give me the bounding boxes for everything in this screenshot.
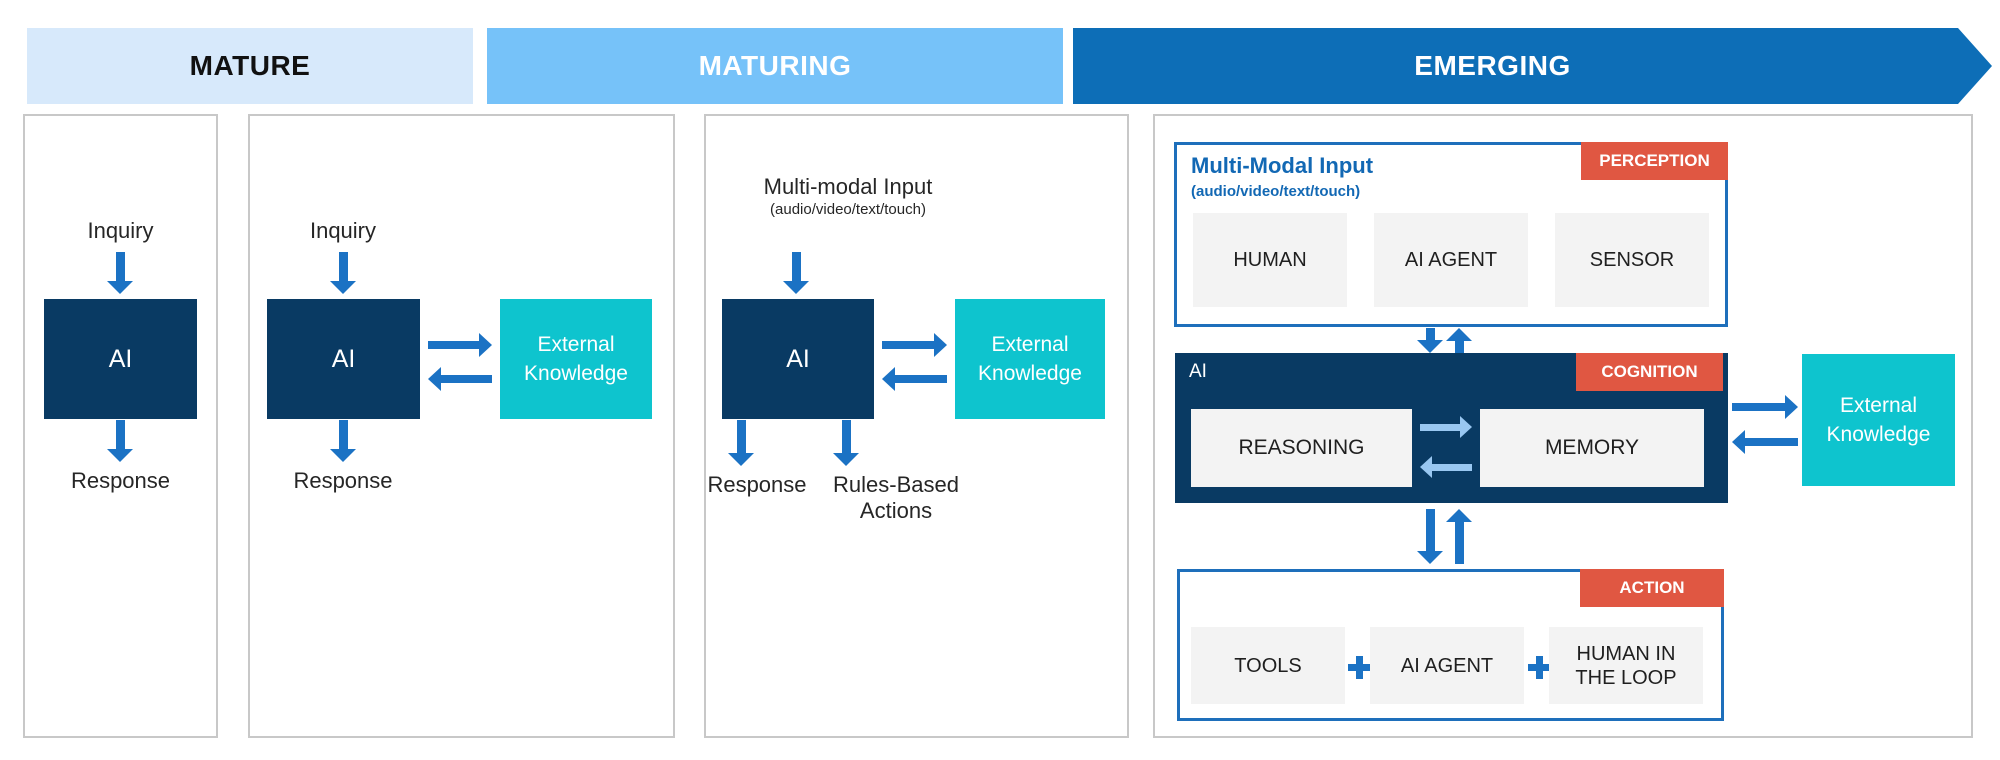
response-label: Response [70, 468, 171, 493]
ai-agent-box: AI AGENT [1374, 213, 1528, 307]
small-arrow-right-icon [1420, 416, 1472, 438]
multimodal-input-subtitle: (audio/video/text/touch) [1191, 183, 1361, 200]
sensor-label: SENSOR [1589, 249, 1675, 271]
arrow-left-icon [1732, 430, 1798, 454]
tools-box: TOOLS [1191, 627, 1345, 704]
action-box: ACTION TOOLS AI AGENT HUMAN IN THE LOOP [1177, 569, 1724, 721]
panel-mature: Inquiry AI Response [23, 114, 218, 738]
arrow-left-icon [882, 367, 947, 391]
arrow-left-icon [428, 367, 492, 391]
stage-banner-mature: MATURE [27, 28, 473, 104]
multimodal-input-title: Multi-modal Input [763, 174, 933, 199]
human-in-the-loop-label: HUMAN IN THE LOOP [1575, 642, 1677, 689]
human-box: HUMAN [1193, 213, 1347, 307]
ai-box-label: AI [108, 344, 133, 373]
reasoning-box: REASONING [1191, 409, 1412, 487]
rules-based-actions-label: Rules-Based Actions [833, 472, 959, 523]
multimodal-input-label: Multi-modal Input (audio/video/text/touc… [706, 174, 990, 220]
stage-banner-emerging: EMERGING [1073, 28, 1992, 104]
inquiry-label: Inquiry [309, 218, 377, 243]
ai-box: AI [44, 299, 197, 419]
memory-label: MEMORY [1544, 436, 1640, 459]
arrow-right-icon [428, 333, 492, 357]
multimodal-input-title: Multi-Modal Input [1191, 153, 1374, 178]
sensor-box: SENSOR [1555, 213, 1709, 307]
ai-agent-label: AI AGENT [1404, 249, 1498, 271]
external-knowledge-box: External Knowledge [955, 299, 1105, 419]
multimodal-input-subtitle: (audio/video/text/touch) [770, 201, 926, 218]
arrow-down-icon [330, 252, 356, 294]
ai-box: AI [267, 299, 420, 419]
panel-maturing: Multi-modal Input (audio/video/text/touc… [704, 114, 1129, 738]
arrow-up-icon [1446, 509, 1472, 564]
ai-box-label: AI [786, 344, 810, 373]
cognition-box: AI COGNITION REASONING MEMORY [1175, 353, 1728, 503]
external-knowledge-label: External Knowledge [978, 333, 1082, 385]
human-label: HUMAN [1233, 249, 1307, 271]
ai-box: AI [722, 299, 874, 419]
action-tag: ACTION [1580, 569, 1724, 607]
arrow-right-icon [882, 333, 947, 357]
arrow-down-icon [728, 420, 754, 466]
arrow-down-icon [833, 420, 859, 466]
arrow-down-icon [330, 420, 356, 462]
human-in-the-loop-box: HUMAN IN THE LOOP [1549, 627, 1703, 704]
ai-box-label: AI [331, 344, 356, 373]
inquiry-label: Inquiry [87, 218, 154, 243]
ai-agent-box: AI AGENT [1370, 627, 1524, 704]
external-knowledge-label: External Knowledge [524, 333, 628, 385]
arrow-right-icon [1732, 395, 1798, 419]
perception-tag: PERCEPTION [1581, 142, 1728, 180]
memory-box: MEMORY [1480, 409, 1704, 487]
tools-label: TOOLS [1234, 654, 1302, 677]
arrow-down-icon [107, 420, 133, 462]
panel-emerging: Multi-Modal Input (audio/video/text/touc… [1153, 114, 1973, 738]
response-label: Response [707, 472, 807, 497]
reasoning-label: REASONING [1238, 436, 1365, 459]
response-label: Response [293, 468, 393, 493]
small-arrow-left-icon [1420, 456, 1472, 478]
stage-banner-maturing: MATURING [487, 28, 1063, 104]
arrow-down-icon [107, 252, 133, 294]
arrow-down-icon [783, 252, 809, 294]
cognition-tag: COGNITION [1576, 353, 1723, 391]
perception-box: Multi-Modal Input (audio/video/text/touc… [1174, 142, 1728, 327]
ai-agent-label: AI AGENT [1400, 654, 1494, 677]
plus-icon [1528, 656, 1551, 679]
arrow-down-icon [1417, 509, 1443, 564]
arrow-down-icon [1417, 328, 1443, 353]
external-knowledge-box: External Knowledge [500, 299, 652, 419]
external-knowledge-label: External Knowledge [1826, 394, 1931, 446]
cognition-ai-label: AI [1189, 361, 1207, 382]
external-knowledge-box: External Knowledge [1802, 354, 1955, 486]
arrow-up-icon [1446, 328, 1472, 353]
panel-mature-external-knowledge: Inquiry AI External Knowledge Response [248, 114, 675, 738]
plus-icon [1348, 656, 1371, 679]
